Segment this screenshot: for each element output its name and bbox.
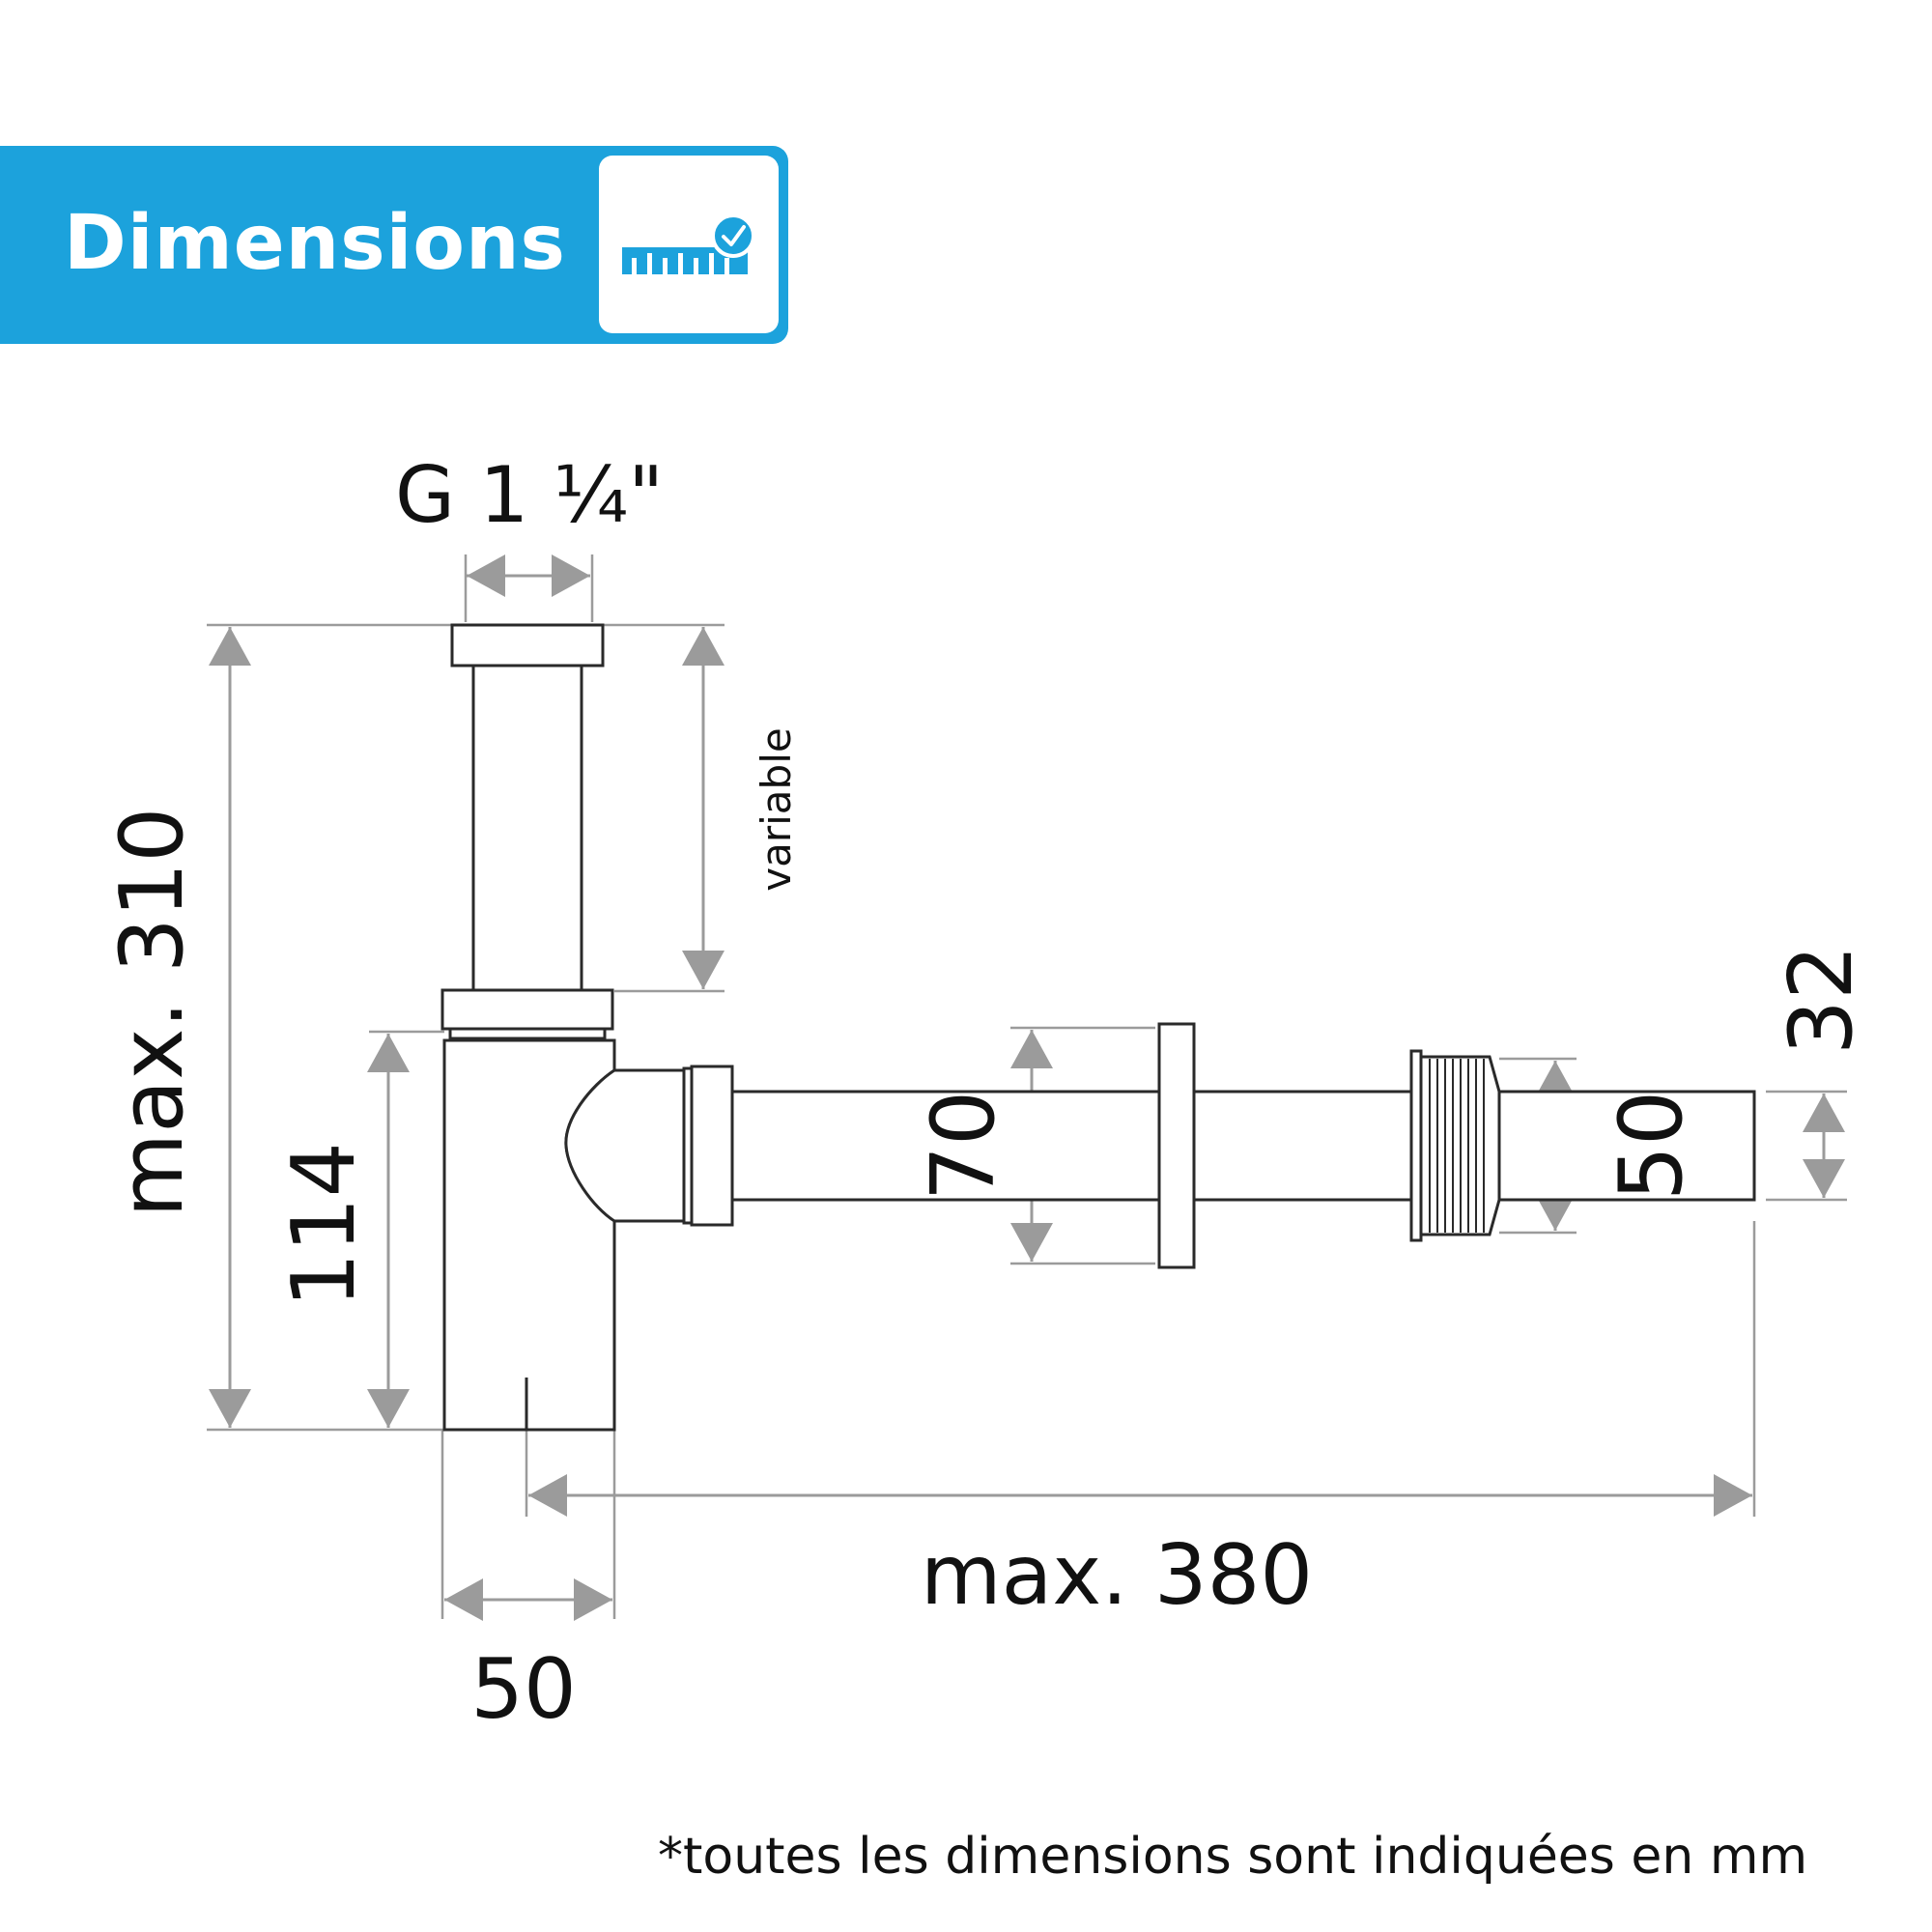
wall-flange <box>1157 1022 1196 1269</box>
label-thread: G 1 ¼" <box>395 450 664 540</box>
elbow <box>564 1068 686 1223</box>
collar-nut <box>440 988 614 1031</box>
label-outlet-pipe: 32 <box>1771 945 1872 1056</box>
label-body-width: 50 <box>470 1641 576 1738</box>
label-variable: variable <box>753 727 800 891</box>
dimensions-banner: Dimensions <box>0 146 788 344</box>
units-footnote: *toutes les dimensions sont indiquées en… <box>658 1828 1808 1886</box>
thread-lines <box>1429 1059 1485 1233</box>
outlet-nut-2 <box>690 1065 734 1227</box>
top-ring <box>450 623 605 668</box>
label-outlet-flange: 70 <box>913 1091 1014 1202</box>
label-max-length: max. 380 <box>921 1527 1313 1624</box>
label-trap-height: 114 <box>273 1142 375 1308</box>
collar-lower <box>448 1027 607 1040</box>
siphon-outline <box>440 623 1756 1432</box>
label-outlet-nut: 50 <box>1601 1091 1702 1202</box>
label-max-height: max. 310 <box>101 807 203 1217</box>
extension-lines <box>207 554 1847 1619</box>
icon-box <box>599 156 779 333</box>
ruler-check-icon <box>622 213 755 274</box>
banner-title: Dimensions <box>64 200 566 287</box>
outlet-pipe <box>730 1090 1756 1202</box>
